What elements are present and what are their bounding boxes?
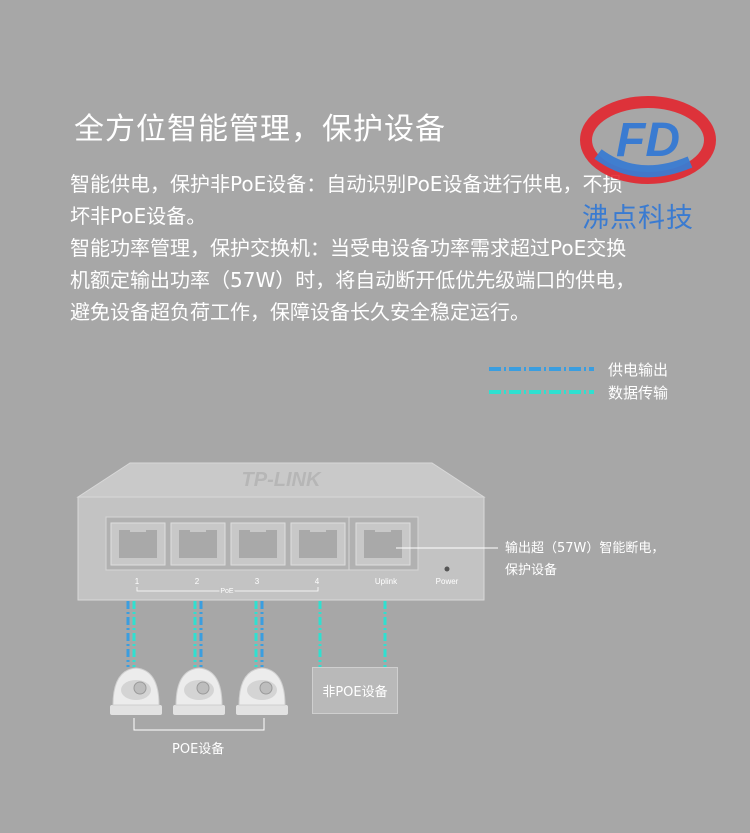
- cables: [126, 601, 387, 667]
- camera-3: [236, 667, 288, 715]
- overload-callout: 输出超（57W）智能断电， 保护设备: [505, 538, 664, 582]
- port-label-4: 4: [315, 577, 320, 586]
- poe-group-bracket: [136, 587, 319, 592]
- poe-group-label: PoE: [220, 588, 234, 595]
- paragraph-poe-protection-line2: 坏非PoE设备。: [70, 204, 207, 228]
- camera-1: [110, 667, 162, 715]
- port-4: [290, 522, 346, 566]
- non-poe-device: 非POE设备: [312, 667, 398, 714]
- callout-line2: 保护设备: [505, 563, 558, 578]
- port-label-2: 2: [195, 577, 200, 586]
- switch-brand-text: TP-LINK: [242, 469, 322, 491]
- poe-devices-label: POE设备: [172, 742, 225, 757]
- power-led: [444, 566, 450, 572]
- paragraph-power-management-line2: 机额定输出功率（57W）时，将自动断开低优先级端口的供电，: [70, 268, 636, 292]
- brand-logo: FD: [580, 96, 716, 184]
- poe-devices-bracket: [133, 718, 265, 731]
- port-uplink: [355, 522, 411, 566]
- network-diagram: TP-LINK 1 2 3 4 Uplink PoE Power: [76, 462, 498, 731]
- port-3: [230, 522, 286, 566]
- page-title: 全方位智能管理，保护设备: [74, 112, 446, 147]
- callout-line1: 输出超（57W）智能断电，: [505, 541, 665, 556]
- brand-name: 沸点科技: [582, 203, 694, 234]
- port-label-uplink: Uplink: [375, 577, 398, 586]
- non-poe-device-label: 非POE设备: [322, 685, 388, 700]
- port-label-3: 3: [255, 577, 260, 586]
- paragraph-power-management-line3: 避免设备超负荷工作，保障设备长久安全稳定运行。: [70, 300, 530, 324]
- paragraph-power-management-line1: 智能功率管理，保护交换机：当受电设备功率需求超过PoE交换: [70, 236, 627, 260]
- port-1: [110, 522, 166, 566]
- legend-data-swatch: [489, 383, 594, 403]
- port-label-1: 1: [135, 577, 140, 586]
- camera-2: [173, 667, 225, 715]
- legend-label-data: 数据传输: [608, 384, 669, 402]
- power-label: Power: [436, 577, 459, 586]
- legend-label-power: 供电输出: [608, 361, 669, 379]
- paragraph-poe-protection-line1: 智能供电，保护非PoE设备：自动识别PoE设备进行供电，不损: [70, 172, 623, 196]
- port-2: [170, 522, 226, 566]
- brand-logo-letters: FD: [616, 114, 680, 167]
